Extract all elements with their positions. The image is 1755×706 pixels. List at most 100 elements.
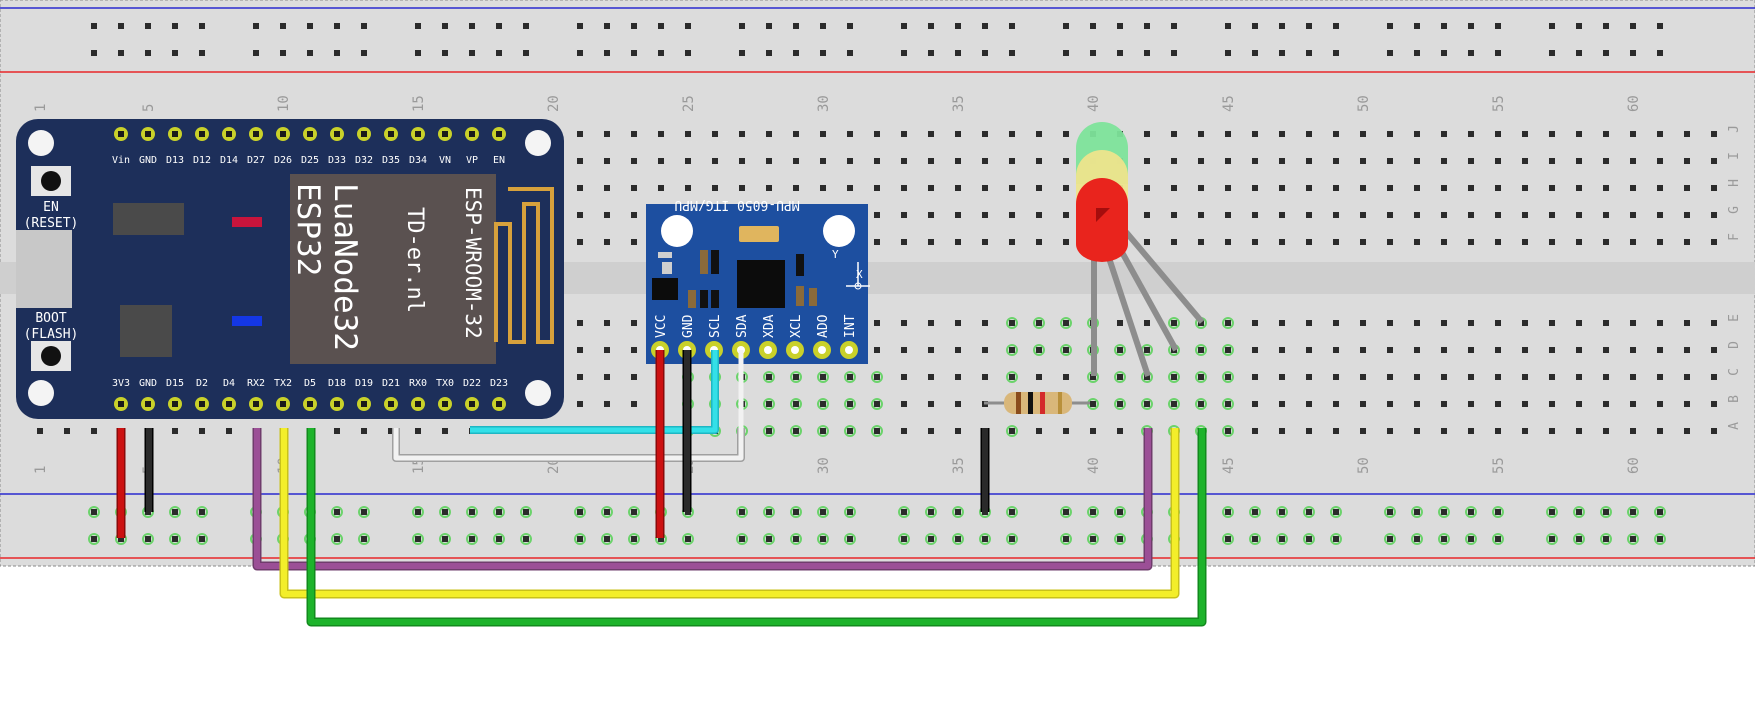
hole — [874, 158, 880, 164]
esp32-pin-label: D15 — [166, 378, 184, 389]
rail-hole — [1468, 23, 1474, 29]
hole — [1684, 401, 1690, 407]
rail-hole — [1009, 536, 1015, 542]
hole — [631, 401, 637, 407]
hole — [982, 212, 988, 218]
rail-hole-connected — [1114, 533, 1126, 545]
rail-hole — [361, 536, 367, 542]
hole — [1414, 347, 1420, 353]
mpu-title: MPU-6050 ITG/MPU — [674, 197, 799, 212]
rail-hole — [577, 50, 583, 56]
hole — [1414, 158, 1420, 164]
rail-hole — [1279, 509, 1285, 515]
hole — [1009, 131, 1015, 137]
hole — [1306, 374, 1312, 380]
mpu-pin-label: GND — [681, 314, 696, 338]
rail-hole — [766, 50, 772, 56]
hole — [1495, 131, 1501, 137]
hole — [955, 320, 961, 326]
esp32-pin-label: D18 — [328, 378, 346, 389]
mpu-smd-2 — [662, 262, 672, 274]
mpu-pin-hole — [845, 346, 853, 354]
rail-hole — [658, 50, 664, 56]
rail-hole — [1468, 50, 1474, 56]
rail-hole — [1630, 509, 1636, 515]
hole — [1171, 185, 1177, 191]
rail-hole — [1252, 509, 1258, 515]
hole — [1495, 401, 1501, 407]
hole — [1333, 212, 1339, 218]
rail-hole — [1576, 509, 1582, 515]
hole — [1306, 239, 1312, 245]
rail-hole — [685, 23, 691, 29]
esp32-pin-label: TX0 — [436, 378, 454, 389]
hole — [928, 239, 934, 245]
hole — [1333, 239, 1339, 245]
hole — [982, 347, 988, 353]
rail-hole — [1630, 23, 1636, 29]
hole-connected — [871, 371, 883, 383]
esp32-pin-hole — [118, 401, 124, 407]
hole-connected — [1114, 344, 1126, 356]
rail-hole-connected — [1276, 533, 1288, 545]
hole — [1063, 428, 1069, 434]
rail-hole — [847, 536, 853, 542]
hole — [1441, 374, 1447, 380]
rail-hole-connected — [601, 533, 613, 545]
hole — [1360, 320, 1366, 326]
hole — [1657, 185, 1663, 191]
hole — [1711, 374, 1717, 380]
hole — [631, 212, 637, 218]
hole — [1495, 347, 1501, 353]
rail-hole-connected — [1114, 506, 1126, 518]
hole — [1576, 428, 1582, 434]
rail-hole-connected — [817, 506, 829, 518]
rail-hole — [847, 23, 853, 29]
esp32-pin-hole — [226, 131, 232, 137]
rail-hole-connected — [628, 506, 640, 518]
row-label-top: J — [1727, 125, 1742, 133]
hole — [982, 374, 988, 380]
rail-hole — [793, 509, 799, 515]
rail-hole-connected — [1600, 533, 1612, 545]
rail-hole — [577, 509, 583, 515]
mpu-cap-3 — [688, 290, 696, 308]
rail-hole-connected — [925, 533, 937, 545]
red-smd-led — [232, 217, 262, 227]
hole-connected — [790, 398, 802, 410]
hole — [658, 131, 664, 137]
esp32-pin-label: TX2 — [274, 378, 292, 389]
hole — [1522, 239, 1528, 245]
hole-connected — [1168, 371, 1180, 383]
hole — [577, 320, 583, 326]
hole — [955, 239, 961, 245]
rail-hole — [334, 509, 340, 515]
rail-hole-connected — [358, 506, 370, 518]
hole — [1144, 158, 1150, 164]
hole — [1522, 374, 1528, 380]
esp32-pin-label: D27 — [247, 155, 265, 166]
rail-hole — [1576, 50, 1582, 56]
rail-hole-connected — [1492, 533, 1504, 545]
rail-hole — [172, 509, 178, 515]
hole — [1360, 428, 1366, 434]
esp32-pin-hole — [334, 401, 340, 407]
rail-hole — [172, 536, 178, 542]
hole-connected — [844, 398, 856, 410]
column-label-top: 35 — [951, 95, 967, 112]
rail-hole-connected — [898, 506, 910, 518]
esp32-pin-hole — [361, 131, 367, 137]
rail-hole — [1549, 50, 1555, 56]
column-label-bottom: 1 — [33, 466, 49, 474]
esp32-pin-hole — [469, 401, 475, 407]
mpu-pin-label: ADO — [816, 314, 831, 338]
hole — [1252, 239, 1258, 245]
esp32-pin-hole — [280, 401, 286, 407]
rail-hole — [199, 509, 205, 515]
hole — [1414, 428, 1420, 434]
column-label-bottom: 55 — [1491, 457, 1507, 474]
hole-connected — [1141, 398, 1153, 410]
mount-hole-bl — [28, 380, 54, 406]
column-label-top: 15 — [411, 95, 427, 112]
resistor-band-2 — [1028, 392, 1033, 414]
